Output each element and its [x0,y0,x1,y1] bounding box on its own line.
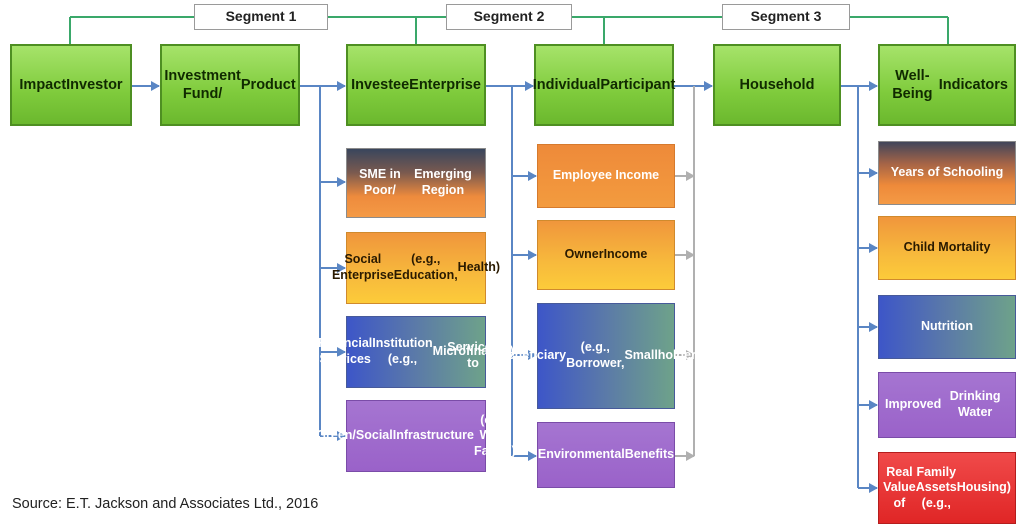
outcome-services-to-beneficiary-line: Consumer) [698,348,765,363]
enterprise-social: Social Enterprise(e.g., Education,Health… [332,232,500,304]
enterprise-social-line: (e.g., Education, [393,252,458,282]
indicator-child-mortality: Child Mortality [878,216,1016,280]
indicator-years-of-schooling: Years of Schooling [878,141,1016,205]
stage-investee-enterprise-line: Investee [351,76,410,93]
enterprise-infrastructure-line: Infrastructure [392,428,475,443]
enterprise-financial-services-line: Microfinance) [432,344,514,359]
stage-investment-fund-line: Product [240,76,296,93]
enterprise-infrastructure-line: (e.g., Wind Farms) [474,412,516,458]
indicator-nutrition-line: Nutrition [920,319,974,334]
outcome-employee-income-line: Employee Income [552,168,660,183]
segment-label-3: Segment 3 [722,4,850,30]
outcome-services-to-beneficiary-line: Smallholder, [624,348,699,363]
stage-impact-investor-line: Investor [66,76,123,93]
enterprise-sme: SME in Poor/Emerging Region [346,148,486,218]
indicator-nutrition: Nutrition [878,295,1016,359]
outcome-services-to-beneficiary-line: (e.g., Borrower, [566,340,625,370]
indicator-years-of-schooling-line: Years of Schooling [890,165,1004,180]
enterprise-financial-services-line: Institution (e.g., [372,336,433,366]
indicator-improved-drinking-water-line: Drinking Water [949,389,1001,419]
outcome-services-to-beneficiary-line: Beneficiary [498,348,567,363]
enterprise-financial-services-line: Financial Services [318,336,373,366]
indicator-child-mortality-line: Child Mortality [903,240,991,255]
stage-investment-fund-line: Investment Fund/ [164,67,241,102]
outcome-owner-income-line: Owner [564,247,604,262]
enterprise-social-line: Social Enterprise [331,252,394,282]
enterprise-social-line: Health) [457,260,501,275]
indicator-family-assets-line: Housing) [956,480,1011,495]
segment-label-2: Segment 2 [446,4,572,30]
outcome-employee-income: Employee Income [537,144,675,208]
stage-individual-participant-line: Participant [600,76,676,93]
stage-well-being-indicators-line: Well-Being [892,67,933,102]
enterprise-sme-line: SME in Poor/ [359,167,401,197]
stage-well-being-indicators-line: Indicators [938,76,1008,93]
source-note: Source: E.T. Jackson and Associates Ltd.… [12,496,319,512]
segment-label-1: Segment 1 [194,4,328,30]
stage-household: Household [713,44,841,126]
stage-investee-enterprise-line: Enterprise [409,76,481,93]
indicator-family-assets-line: Real Value of [883,464,916,510]
indicator-family-assets-line: Family Assets (e.g., [915,464,957,510]
indicator-improved-drinking-water: Improved Drinking Water [878,372,1016,438]
stage-well-being-indicators: Well-Being Indicators [878,44,1016,126]
indicator-improved-drinking-water-line: Improved [885,397,942,412]
outcome-services-to-beneficiary-line: Services to [447,340,499,370]
enterprise-sme-line: Emerging Region [414,167,472,197]
stage-investment-fund: Investment Fund/Product [160,44,300,126]
stage-impact-investor-line: Impact [19,76,67,93]
enterprise-infrastructure-line: Green/Social [316,428,393,443]
outcome-environmental-benefits-line: Benefits [624,447,675,462]
stage-household-line: Household [739,76,815,93]
outcome-owner-income-line: Income [603,247,648,262]
stage-individual-participant-line: Individual [532,76,601,93]
outcome-environmental-benefits-line: Environmental [537,447,625,462]
